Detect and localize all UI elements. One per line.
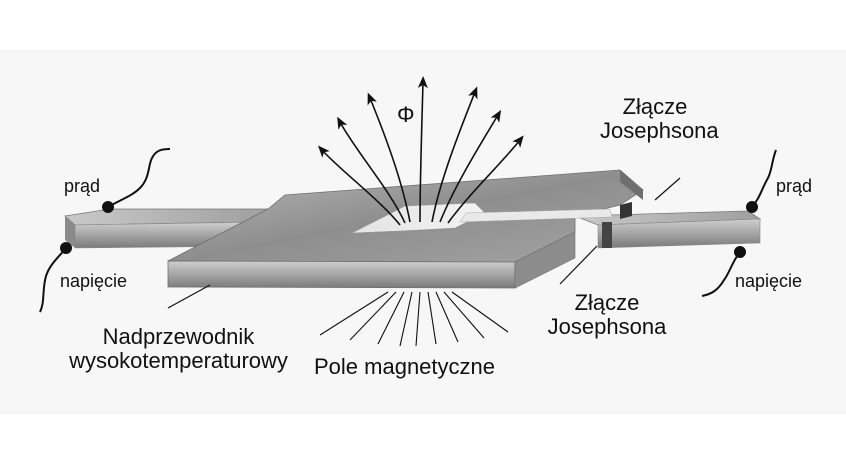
junction-top-line2: Josephsona bbox=[600, 118, 719, 144]
current-right-label: prąd bbox=[776, 176, 813, 196]
junction-bottom-line2: Josephsona bbox=[547, 314, 667, 340]
left-wires bbox=[39, 148, 171, 313]
junction-top-line1: Złącze bbox=[622, 94, 688, 119]
flux-arrows bbox=[317, 76, 524, 226]
field-lines-below bbox=[319, 291, 509, 347]
voltage-left-label: napięcie bbox=[60, 271, 128, 291]
junction-bottom-line1: Złącze bbox=[574, 290, 640, 315]
right-lead bbox=[574, 210, 762, 249]
voltage-right-label: napięcie bbox=[735, 271, 803, 291]
superconductor-line2: wysokotemperaturowy bbox=[69, 348, 288, 374]
superconductor-label: Nadprzewodnik wysokotemperaturowy bbox=[66, 324, 291, 374]
phi-label: Φ bbox=[397, 102, 415, 127]
magnetic-field-label: Pole magnetyczne bbox=[314, 354, 495, 379]
superconductor-line1: Nadprzewodnik bbox=[102, 324, 255, 349]
slit bbox=[459, 208, 613, 223]
junction-top-label: Złącze Josephsona bbox=[600, 94, 719, 144]
superconductor-slab bbox=[167, 169, 644, 289]
josephson-junction-right bbox=[602, 222, 612, 248]
current-left-label: prąd bbox=[64, 176, 101, 196]
josephson-junction-top bbox=[620, 202, 632, 219]
leader-lines bbox=[167, 177, 681, 309]
junction-bottom-label: Złącze Josephsona bbox=[542, 290, 672, 340]
right-wires bbox=[701, 149, 777, 297]
